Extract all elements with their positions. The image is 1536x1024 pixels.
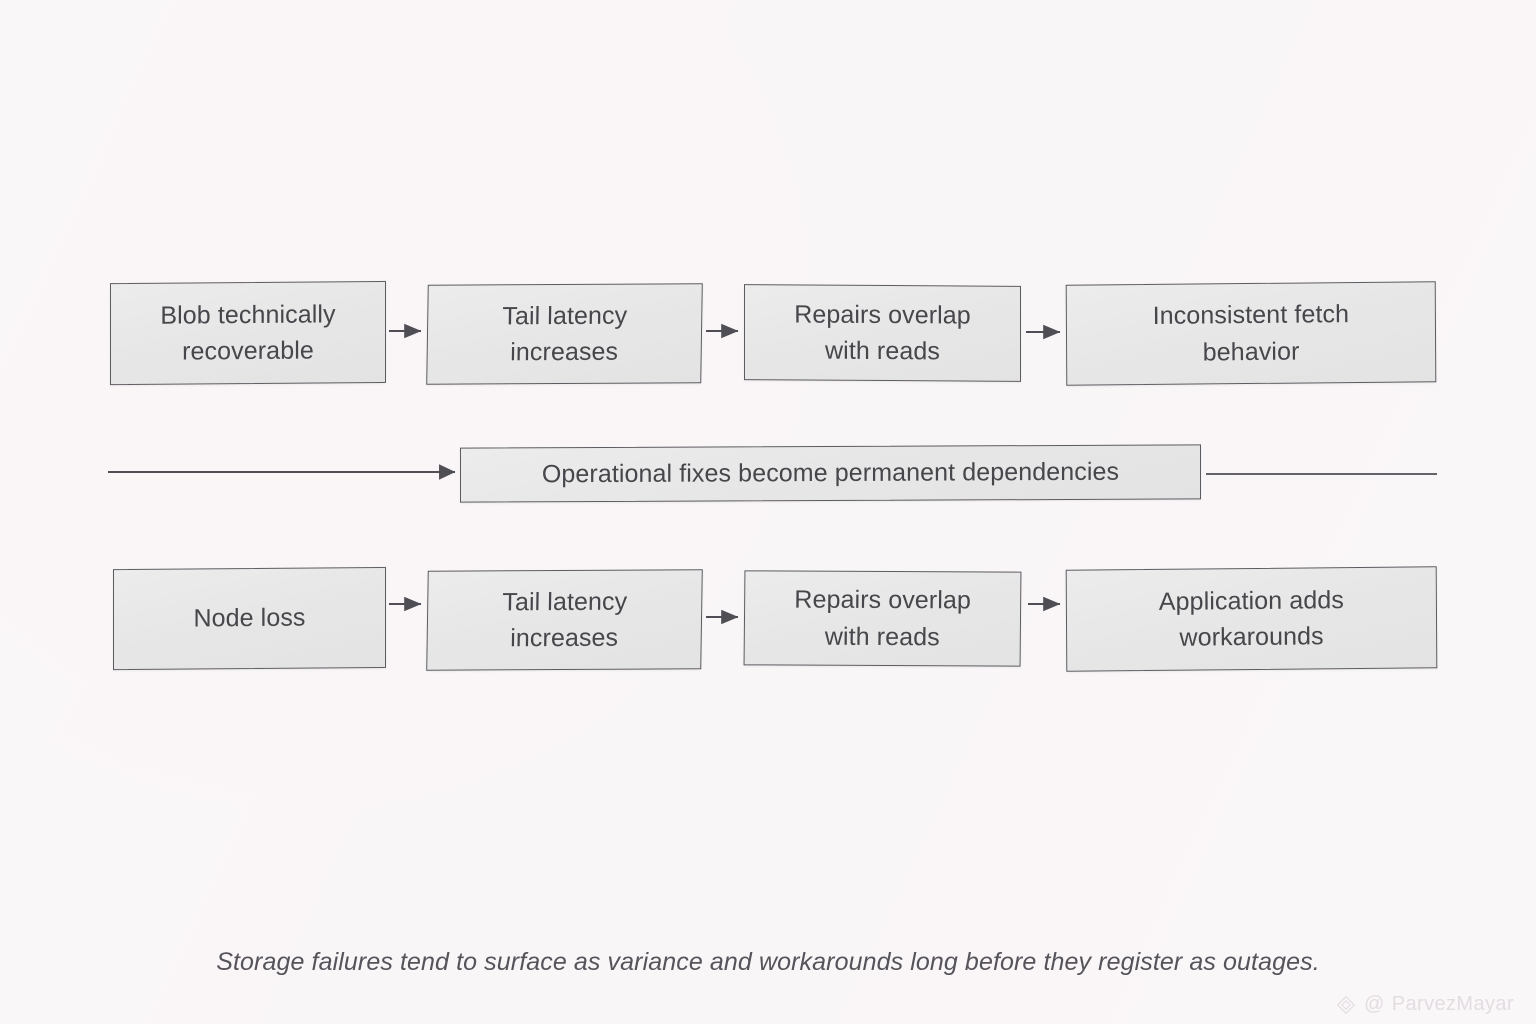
node-label: Repairs overlap with reads	[794, 585, 972, 651]
diagram-caption: Storage failures tend to surface as vari…	[216, 948, 1320, 976]
node-label: Operational fixes become permanent depen…	[541, 457, 1120, 489]
node-tail-latency-increases-bottom[interactable]: Tail latency increases	[426, 569, 703, 671]
watermark-handle: ParvezMayar	[1391, 993, 1514, 1015]
node-repairs-overlap-with-reads-bottom[interactable]: Repairs overlap with reads	[743, 570, 1022, 667]
node-label: Tail latency increases	[502, 301, 628, 367]
node-label: Inconsistent fetch behavior	[1152, 300, 1350, 366]
node-operational-fixes-become-permanent-dependencies[interactable]: Operational fixes become permanent depen…	[460, 444, 1201, 503]
node-label: Blob technically recoverable	[160, 299, 336, 366]
node-label: Application adds workarounds	[1158, 585, 1345, 652]
node-repairs-overlap-with-reads-top[interactable]: Repairs overlap with reads	[744, 284, 1021, 382]
node-application-adds-workarounds[interactable]: Application adds workarounds	[1065, 566, 1438, 672]
node-label: Node loss	[193, 603, 306, 633]
node-inconsistent-fetch-behavior[interactable]: Inconsistent fetch behavior	[1065, 281, 1437, 386]
watermark: @ ParvezMayar	[1335, 993, 1514, 1016]
watermark-at-symbol: @	[1364, 993, 1385, 1015]
node-label: Tail latency increases	[502, 587, 628, 653]
node-node-loss[interactable]: Node loss	[113, 566, 386, 671]
diamond-logo-icon	[1336, 995, 1356, 1014]
node-blob-technically-recoverable[interactable]: Blob technically recoverable	[110, 280, 386, 386]
node-tail-latency-increases-top[interactable]: Tail latency increases	[426, 283, 703, 385]
node-label: Repairs overlap with reads	[794, 299, 971, 366]
